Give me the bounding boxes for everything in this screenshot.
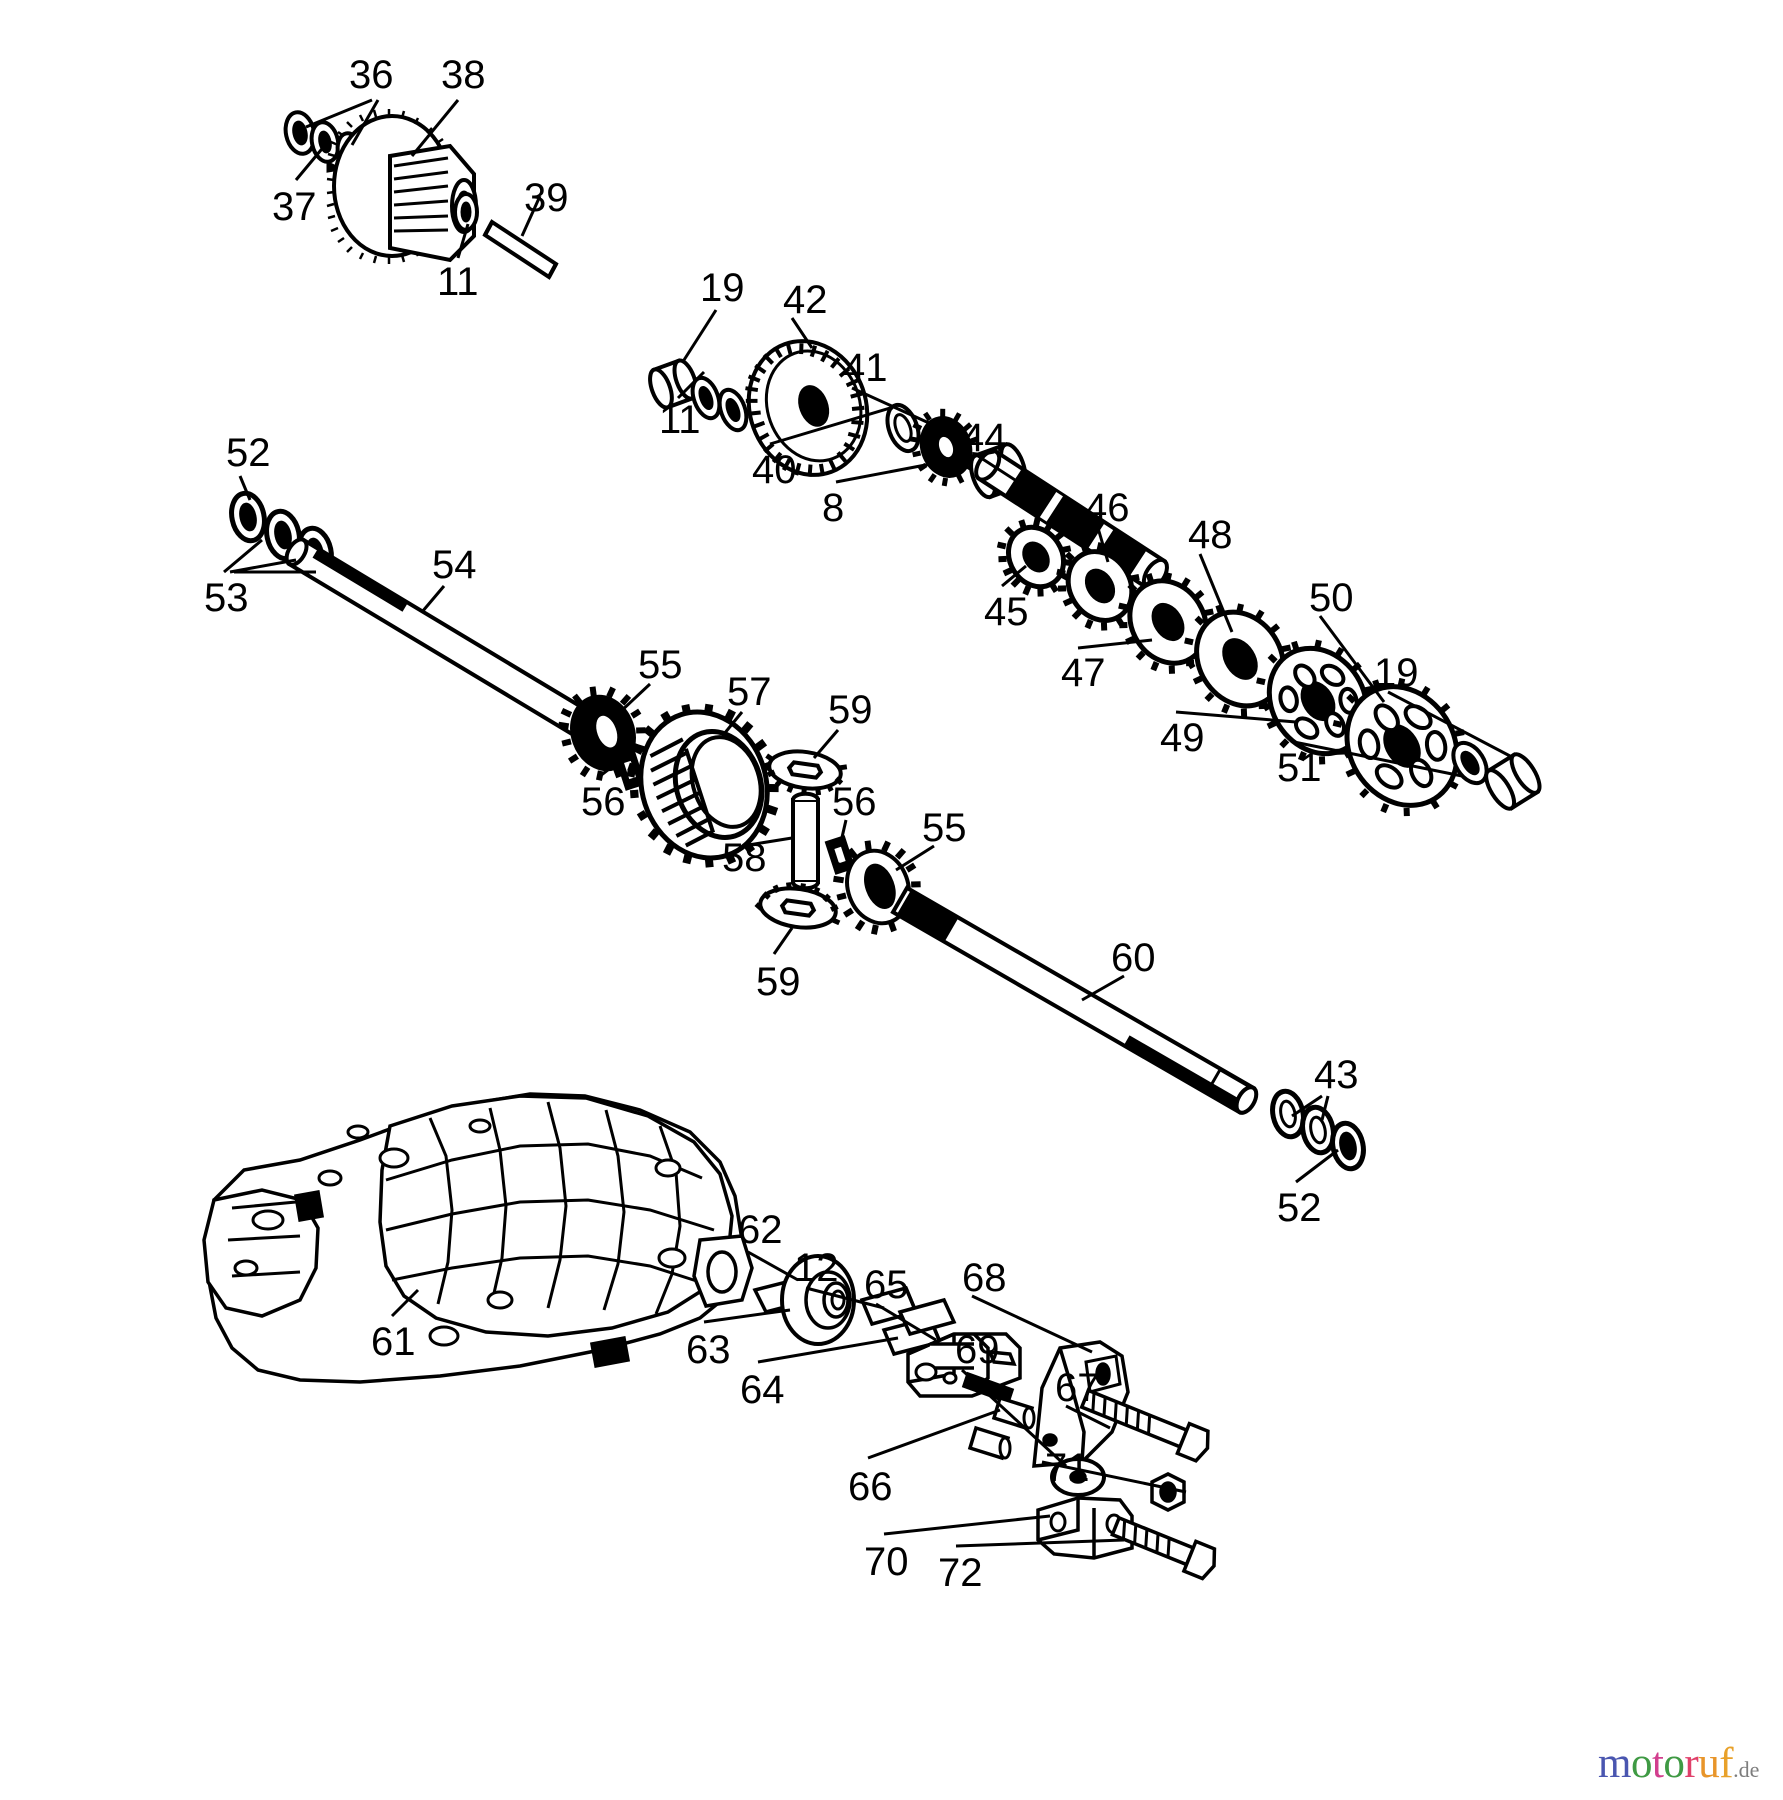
callout-38: 38 — [441, 53, 486, 97]
callout-70: 70 — [864, 1540, 909, 1584]
callout-64: 64 — [740, 1368, 785, 1412]
callout-40: 40 — [752, 448, 797, 492]
callout-45: 45 — [984, 590, 1029, 634]
callout-65: 65 — [864, 1263, 909, 1307]
callout-19: 19 — [700, 266, 745, 310]
watermark-letter: r — [1684, 1740, 1699, 1787]
callout-56: 56 — [581, 780, 626, 824]
callout-71: 71 — [1045, 1446, 1090, 1490]
callout-47: 47 — [1061, 651, 1106, 695]
callout-55: 55 — [638, 643, 683, 687]
callout-62: 62 — [738, 1208, 783, 1252]
art-group-differential — [558, 686, 922, 935]
callout-55: 55 — [922, 806, 967, 850]
callout-54: 54 — [432, 543, 477, 587]
callout-52: 52 — [226, 431, 271, 475]
callout-52: 52 — [1277, 1186, 1322, 1230]
callout-53: 53 — [204, 576, 249, 620]
watermark-suffix: .de — [1733, 1757, 1760, 1782]
art-group-gear-stack — [996, 517, 1542, 817]
motoruf-watermark: motoruf.de — [1598, 1742, 1759, 1785]
callout-43: 43 — [1314, 1053, 1359, 1097]
art-group-transaxle-housing — [202, 1092, 754, 1384]
watermark-letter: f — [1719, 1740, 1734, 1787]
callout-72: 72 — [938, 1551, 983, 1595]
art-group-right-axle — [890, 885, 1366, 1172]
callout-48: 48 — [1188, 513, 1233, 557]
watermark-letter: o — [1630, 1740, 1653, 1787]
art-group-brake-assembly — [752, 1254, 1217, 1581]
callout-59: 59 — [756, 960, 801, 1004]
callout-57: 57 — [727, 670, 772, 714]
callout-56: 56 — [832, 780, 877, 824]
callout-46: 46 — [1085, 486, 1130, 530]
callout-11: 11 — [437, 260, 479, 304]
watermark-letter: t — [1651, 1740, 1664, 1787]
callout-36: 36 — [349, 53, 394, 97]
callout-50: 50 — [1309, 576, 1354, 620]
callout-68: 68 — [962, 1256, 1007, 1300]
callout-12: 12 — [794, 1246, 839, 1290]
callout-11: 11 — [659, 398, 701, 442]
callout-59: 59 — [828, 688, 873, 732]
callout-41: 41 — [843, 346, 888, 390]
callout-8: 8 — [822, 486, 845, 530]
watermark-letter: m — [1598, 1740, 1631, 1787]
art-group-top-gear-cluster — [283, 109, 559, 280]
callout-61: 61 — [371, 1320, 416, 1364]
watermark-letter: o — [1663, 1740, 1685, 1787]
watermark-letter: u — [1698, 1740, 1720, 1787]
callout-37: 37 — [272, 185, 317, 229]
callout-19: 19 — [1374, 651, 1419, 695]
callout-51: 51 — [1277, 746, 1322, 790]
callout-60: 60 — [1111, 936, 1156, 980]
callout-42: 42 — [783, 278, 828, 322]
callout-66: 66 — [848, 1465, 893, 1509]
callout-44: 44 — [962, 416, 1007, 460]
art-leader-lines — [223, 98, 1511, 1548]
callout-69: 69 — [955, 1328, 1000, 1372]
callout-67: 67 — [1055, 1366, 1100, 1410]
callout-63: 63 — [686, 1328, 731, 1372]
callout-39: 39 — [524, 176, 569, 220]
callout-49: 49 — [1160, 716, 1205, 760]
callout-58: 58 — [722, 836, 767, 880]
